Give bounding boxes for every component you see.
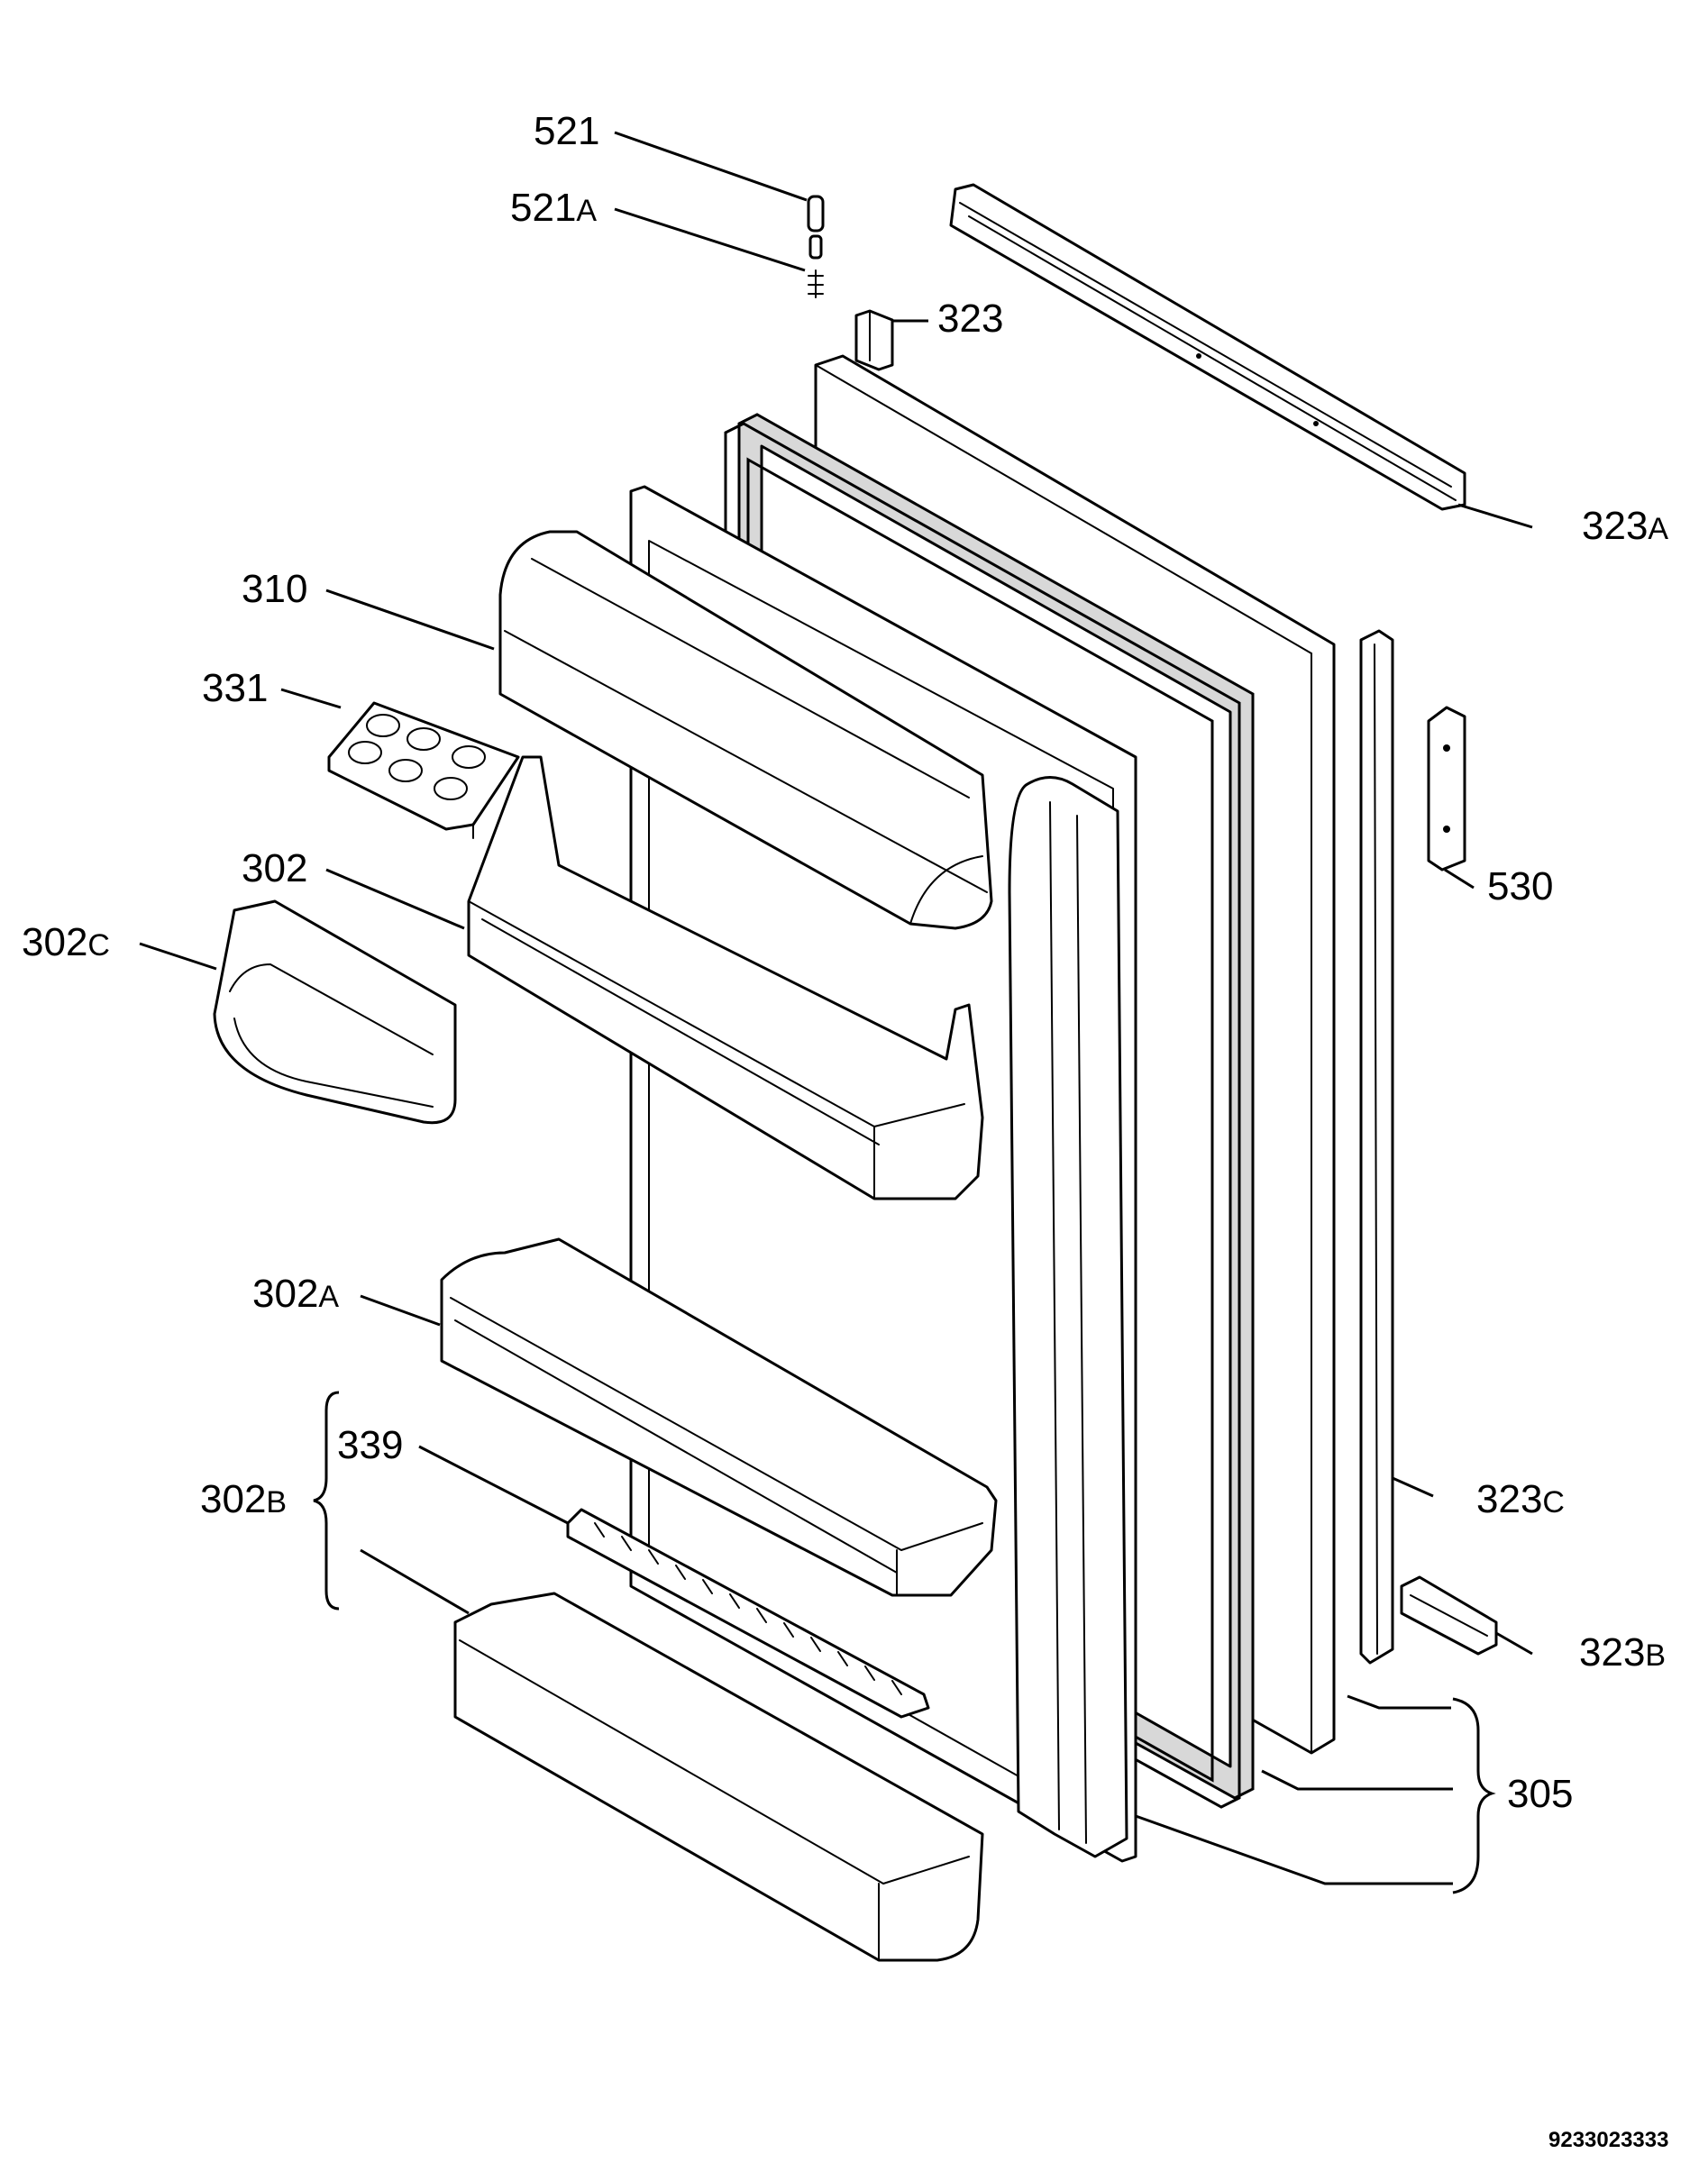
egg-tray-331 — [327, 701, 520, 839]
bottom-hinge-323b — [1400, 1575, 1498, 1656]
label-323b: 323B — [1579, 1630, 1666, 1675]
label-521a: 521A — [510, 186, 597, 230]
label-302c: 302C — [22, 920, 110, 964]
label-530: 530 — [1487, 864, 1553, 908]
drawing-number: 9233023333 — [1548, 2128, 1668, 2152]
top-hinge-rail-323a — [949, 183, 1466, 511]
label-302: 302 — [242, 846, 307, 890]
bottle-retainer-339 — [566, 1508, 930, 1719]
label-331: 331 — [202, 666, 268, 710]
side-strip-323c — [1359, 629, 1394, 1665]
bottle-shelf-302a — [440, 1237, 998, 1597]
label-310: 310 — [242, 567, 307, 611]
label-323: 323 — [937, 297, 1003, 341]
small-bin-302c — [213, 899, 457, 1125]
door-liner-rim — [1008, 776, 1128, 1858]
door-shelf-302 — [467, 755, 984, 1200]
callout-leaders — [139, 131, 1533, 1894]
hinge-bracket-323 — [854, 309, 894, 371]
label-323a: 323A — [1582, 504, 1668, 548]
dairy-compartment-310 — [498, 530, 993, 930]
label-302a: 302A — [252, 1272, 339, 1316]
hinge-pin-521 — [807, 195, 825, 298]
label-323c: 323C — [1476, 1477, 1565, 1521]
label-521: 521 — [534, 109, 599, 153]
label-305: 305 — [1507, 1772, 1573, 1816]
door-handle-530 — [1427, 706, 1466, 872]
callout-labels: 521 521A 323 323A 310 331 302 302C 530 3… — [22, 109, 1668, 2152]
label-302b: 302B — [200, 1477, 287, 1521]
label-339: 339 — [337, 1423, 403, 1467]
bottom-bin-302b — [453, 1592, 984, 1962]
